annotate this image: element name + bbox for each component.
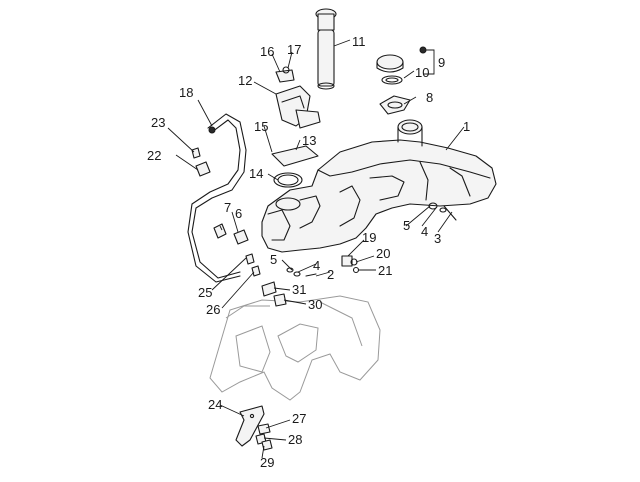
callout-labels: 1 2 3 4 4 5 5 6 7 8 9 10 11 12 13 14 15 … [147,34,470,470]
callout-5-right: 5 [403,218,410,233]
callout-7: 7 [224,200,231,215]
callout-15: 15 [254,119,268,134]
callout-14: 14 [249,166,263,181]
callout-6: 6 [235,206,242,221]
callout-9: 9 [438,55,445,70]
callout-12: 12 [238,73,252,88]
callout-21: 21 [378,263,392,278]
callout-22: 22 [147,148,161,163]
frame-outline [209,295,381,401]
right-bolts [428,202,457,221]
callout-5-middle: 5 [270,252,277,267]
callout-28: 28 [288,432,302,447]
filler-neck [397,119,423,147]
middle-hardware [261,255,360,307]
callout-30: 30 [308,297,322,312]
callout-16: 16 [260,44,274,59]
callout-bracket-9 [424,49,435,75]
callout-27: 27 [292,411,306,426]
fuel-hose [187,113,247,283]
callout-4-middle: 4 [313,258,320,273]
pump-assembly [275,66,321,129]
callout-13: 13 [302,133,316,148]
callout-11: 11 [352,34,366,49]
callout-23: 23 [151,115,165,130]
callout-24: 24 [208,397,222,412]
fuel-tank [261,139,497,253]
leader-lines [167,39,465,459]
callout-31: 31 [292,282,306,297]
callout-18: 18 [179,85,193,100]
callout-4-right: 4 [421,224,428,239]
callout-1: 1 [463,119,470,134]
callout-29: 29 [260,455,274,470]
callout-8: 8 [426,90,433,105]
fuel-sender-tube [315,8,337,90]
callout-19: 19 [362,230,376,245]
callout-2: 2 [327,267,334,282]
callout-26: 26 [206,302,220,317]
bullet-marker [419,46,427,54]
callout-10: 10 [415,65,429,80]
callout-3: 3 [434,231,441,246]
callout-25: 25 [198,285,212,300]
small-fittings [191,147,261,277]
callout-20: 20 [376,246,390,261]
fuel-cap [376,54,411,115]
callout-17: 17 [287,42,301,57]
